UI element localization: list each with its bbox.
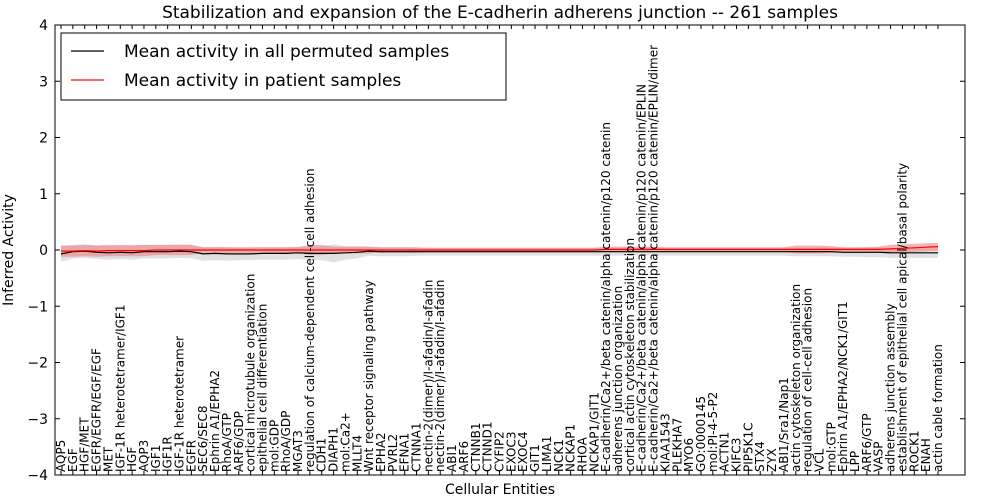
line-series-1 [61,246,939,252]
category-label: E-cadherin/Ca2+/beta catenin/alpha caten… [635,84,649,472]
category-label: NCKAP1 [564,424,578,472]
category-label: regulation of cell-cell adhesion [801,288,815,472]
category-label: adherens junction assembly [884,303,898,472]
category-label: VCL [813,448,827,472]
category-label: EFNA1 [398,433,412,472]
x-axis [60,25,939,475]
y-tick-label: 4 [39,18,48,34]
legend: Mean activity in all permuted samples Me… [60,32,507,101]
legend-label-permuted: Mean activity in all permuted samples [124,42,449,62]
category-label: PVRL2 [386,434,400,472]
category-label: cortical actin cytoskeleton stabilizatio… [623,238,637,472]
category-label: MGAT3 [291,430,305,472]
category-label: Wnt receptor signaling pathway [362,280,376,472]
category-label: IGF-1R heterotetramer/IGF1 [113,305,127,472]
category-label: CYFIP2 [493,431,507,472]
legend-label-patient: Mean activity in patient samples [124,71,401,91]
y-tick-label: −4 [27,468,48,484]
category-label: nectin-2(dimer)/I-afadin/I-afadin [433,280,447,472]
category-label: MET [101,446,115,472]
category-label: RHOA [576,436,590,472]
y-tick-label: −1 [27,299,48,315]
category-label: AQP3 [137,440,151,472]
category-label: HGF/MET [78,417,92,472]
category-label: STX4 [753,441,767,472]
category-label: GIT1 [528,444,542,472]
category-label: IGF1 [149,445,163,472]
y-tick-label: −2 [27,356,48,372]
category-label: LIMA1 [540,436,554,472]
y-tick-label: 1 [39,187,48,203]
category-label: ABI1 [445,444,459,472]
category-label: Ephrin A1/EPHA2 [208,370,222,472]
category-label: GO:0000145 [694,396,708,472]
category-label: Ephrin A1/EPHA2/NCK1/GIT1 [836,301,850,472]
category-label: ABI1/Sra1/Nap1 [777,377,791,472]
category-label: E-cadherin/Ca2+/beta catenin/alpha caten… [599,122,613,472]
y-axis: −4 −3 −2 −1 0 1 2 3 4 [27,18,965,484]
category-label: ZYX [765,448,779,472]
category-label: ENAH [919,438,933,472]
category-label: VASP [872,441,886,472]
category-label: actin cytoskeleton organization [789,284,803,472]
y-tick-label: 3 [39,74,48,90]
category-labels: AQP5EGFHGF/METEGFR/EGFR/EGF/EGFMETIGF-1R… [54,45,945,472]
category-label: HGF [125,447,139,472]
category-label: NCK1 [552,439,566,472]
category-label: nectin-2(dimer)/I-afadin/I-afadin [421,280,435,472]
category-label: MLLT4 [350,435,364,472]
category-label: mol:GTP [824,422,838,472]
category-label: ARF6 [457,441,471,472]
category-label: KIFC3 [730,438,744,472]
category-label: RhoA/GDP [279,411,293,472]
y-tick-label: −3 [27,412,48,428]
category-label: MYO6 [682,438,696,472]
category-label: adherens junction organization [611,286,625,472]
category-label: EPHA2 [374,432,388,472]
category-label: EGF [66,448,80,472]
category-label: SEC6/SEC8 [196,406,210,472]
category-label: regulation of calcium-dependent cell-cel… [303,168,317,472]
category-label: ARF6/GDP [232,411,246,472]
category-label: EXOC3 [504,432,518,473]
category-label: LPP [848,451,862,472]
category-label: CTNND1 [481,421,495,472]
category-label: E-cadherin/Ca2+/beta catenin/alpha caten… [647,45,661,472]
x-axis-title: Cellular Entities [445,482,555,498]
category-label: PIP5K1C [741,422,755,472]
category-label: KIAA1543 [658,413,672,472]
legend-box [60,32,507,101]
chart-title: Stabilization and expansion of the E-cad… [162,3,838,23]
category-label: AQP5 [54,440,68,472]
category-label: ARF6/GTP [860,413,874,472]
category-label: IGF-1R heterotetramer [173,336,187,472]
category-label: EGFR [184,440,198,472]
category-label: CTNNA1 [410,422,424,472]
confidence-bands [61,242,938,263]
line-series-0 [60,250,938,255]
category-label: actin cable formation [931,344,945,472]
category-label: ACTN1 [718,432,732,472]
y-tick-label: 2 [39,131,48,147]
category-label: CDH1 [315,438,329,472]
category-label: epithelial cell differentiation [256,304,270,472]
y-axis-title: Inferred Activity [1,194,17,306]
category-label: CTNNB1 [469,422,483,472]
category-label: DIAPH1 [327,427,341,472]
category-label: establishment of epithelial cell apical/… [895,163,909,472]
category-label: NCKAP1/GIT1 [587,392,601,472]
category-label: RhoA/GTP [220,413,234,472]
category-label: PLEKHA7 [670,418,684,472]
category-label: ROCK1 [907,430,921,472]
category-label: mol:Ca2+ [338,412,352,472]
category-label: IGF1R [161,436,175,472]
y-tick-label: 0 [39,243,48,259]
category-label: mol:PI-4-5-P2 [706,392,720,472]
category-label: cortical microtubule organization [244,274,258,472]
category-label: EXOC4 [516,432,530,473]
category-label: EGFR/EGFR/EGF/EGF [90,348,104,472]
category-label: mol:GDP [267,420,281,472]
series-lines [60,246,939,255]
